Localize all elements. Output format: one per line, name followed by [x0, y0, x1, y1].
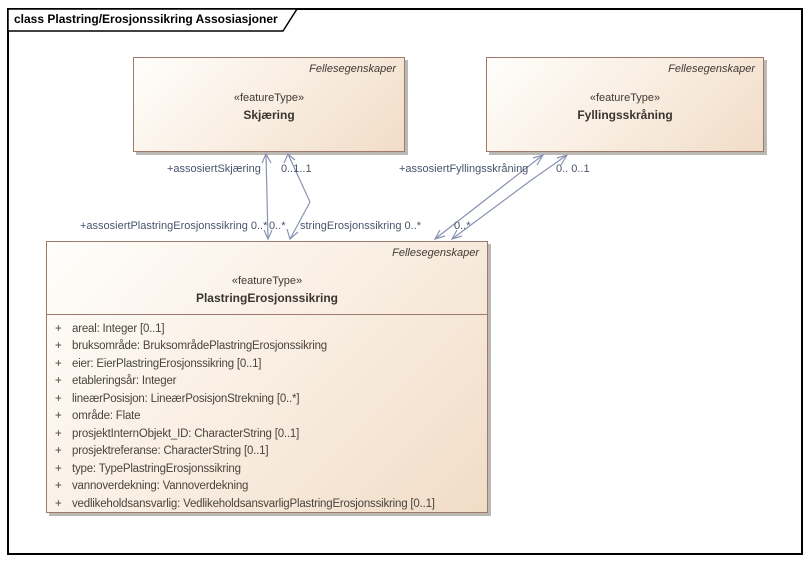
attribute-row: + areal: Integer [0..1] [47, 320, 487, 338]
attribute-text: etableringsår: Integer [72, 375, 177, 388]
attribute-row: + lineærPosisjon: LineærPosisjonStrekning… [47, 390, 487, 408]
class-box-fyllingsskraning[interactable]: Fellesegenskaper «featureType» Fyllingss… [486, 57, 764, 152]
attribute-text: vedlikeholdsansvarlig: Vedlikeholdsansva… [72, 497, 435, 510]
attribute-row: + prosjektInternObjekt_ID: CharacterStrin… [47, 425, 487, 443]
package-label: Fellesegenskaper [668, 63, 755, 75]
attribute-text: lineærPosisjon: LineærPosisjonStrekning … [72, 392, 300, 405]
class-name: Fyllingsskråning [577, 108, 673, 122]
attribute-row: + eier: EierPlastringErosjonssikring [0..… [47, 355, 487, 373]
attribute-text: type: TypePlastringErosjonssikring [72, 462, 241, 475]
assoc-role-plastring-1: +assosiertPlastringErosjonssikring 0..* [80, 220, 268, 232]
arrowhead-icon [261, 152, 272, 164]
diagram-title: class Plastring/Erosjonssikring Assosias… [14, 12, 278, 26]
attribute-text: prosjektreferanse: CharacterString [0..1… [72, 445, 269, 458]
arrowhead-icon [286, 228, 299, 241]
visibility-symbol: + [55, 392, 62, 405]
attribute-text: bruksområde: BruksområdePlastringErosjon… [72, 340, 328, 353]
assoc-mult-fyllingsskraning: 0.. 0..1 [556, 163, 590, 175]
attribute-text: prosjektInternObjekt_ID: CharacterString… [72, 427, 300, 440]
package-label: Fellesegenskaper [309, 63, 396, 75]
class-box-skjaering[interactable]: Fellesegenskaper «featureType» Skjæring [133, 57, 405, 152]
visibility-symbol: + [55, 462, 62, 475]
attribute-text: eier: EierPlastringErosjonssikring [0..1… [72, 357, 262, 370]
class-name: Skjæring [243, 108, 295, 122]
assoc-role-plastring-2: stringErosjonssikring 0..* [300, 220, 422, 232]
attribute-text: område: Flate [72, 410, 141, 423]
visibility-symbol: + [55, 375, 62, 388]
assoc-mult-skjaering: 0..1..1 [281, 163, 312, 175]
class-header: Fellesegenskaper «featureType» Plastring… [47, 242, 487, 315]
stereotype-label: «featureType» [589, 92, 661, 104]
attribute-row: + type: TypePlastringErosjonssikring [47, 460, 487, 478]
assoc-mult-plastring-2: 0..* [454, 220, 471, 232]
assoc-mult-plastring-1: 0..* [269, 220, 286, 232]
visibility-symbol: + [55, 445, 62, 458]
visibility-symbol: + [55, 480, 62, 493]
visibility-symbol: + [55, 340, 62, 353]
attribute-row: + bruksområde: BruksområdePlastringErosjo… [47, 338, 487, 356]
package-label: Fellesegenskaper [392, 247, 479, 259]
stereotype-label: «featureType» [231, 275, 303, 287]
class-name: PlastringErosjonssikring [195, 291, 339, 305]
attribute-row: + vannoverdekning: Vannoverdekning [47, 478, 487, 496]
arrowhead-icon [532, 153, 545, 166]
attribute-row: + vedlikeholdsansvarlig: Vedlikeholdsansv… [47, 495, 487, 513]
attribute-row: + område: Flate [47, 408, 487, 426]
visibility-symbol: + [55, 427, 62, 440]
assoc-role-skjaering: +assosiertSkjæring [167, 163, 261, 175]
attribute-text: areal: Integer [0..1] [72, 322, 165, 335]
arrowhead-icon [433, 229, 446, 240]
visibility-symbol: + [55, 410, 62, 423]
attribute-compartment: + areal: Integer [0..1] + bruksområde: Bru… [47, 315, 487, 513]
stereotype-label: «featureType» [233, 92, 305, 104]
class-box-plastring-erosjonssikring[interactable]: Fellesegenskaper «featureType» Plastring… [46, 241, 488, 513]
attribute-row: + etableringsår: Integer [47, 373, 487, 391]
visibility-symbol: + [55, 497, 62, 510]
assoc-role-fyllingsskraning: +assosiertFyllingsskråning [399, 163, 529, 175]
attribute-row: + prosjektreferanse: CharacterString [0..… [47, 443, 487, 461]
attribute-text: vannoverdekning: Vannoverdekning [72, 480, 249, 493]
visibility-symbol: + [55, 322, 62, 335]
visibility-symbol: + [55, 357, 62, 370]
